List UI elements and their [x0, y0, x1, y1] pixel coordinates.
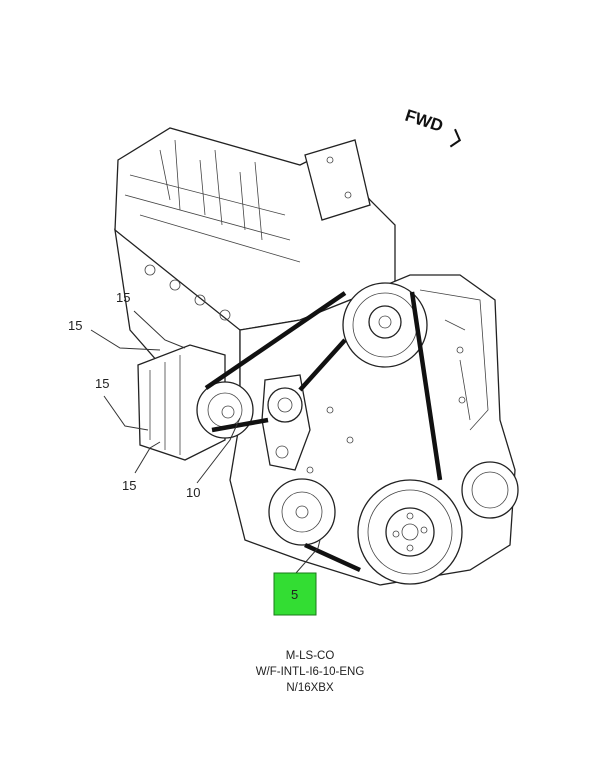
water-pump-pulley — [268, 478, 336, 546]
callout-15-b: 15 — [68, 318, 82, 333]
belt-tensioner — [261, 374, 311, 471]
fwd-marker: FWD — [403, 106, 462, 148]
callout-10: 10 — [186, 485, 200, 500]
serpentine-belt — [204, 291, 443, 573]
callout-15-d: 15 — [122, 478, 136, 493]
reference-line-3: N/16XBX — [286, 682, 334, 694]
reference-line-2: W/F-INTL-I6-10-ENG — [256, 666, 365, 678]
reference-block: M-LS-CO W/F-INTL-I6-10-ENG N/16XBX — [256, 650, 365, 694]
forward-arrow-icon — [449, 128, 462, 148]
reference-line-1: M-LS-CO — [286, 650, 335, 662]
alternator — [137, 344, 254, 461]
crankshaft-damper — [357, 479, 463, 585]
fwd-label: FWD — [403, 106, 446, 136]
callout-5-box[interactable] — [273, 572, 317, 616]
callout-5-highlight[interactable]: 5 — [273, 572, 317, 616]
callout-15-c: 15 — [95, 376, 109, 391]
callout-5[interactable]: 5 — [291, 587, 298, 602]
leader-lines — [90, 310, 321, 574]
callout-15-a: 15 — [116, 290, 130, 305]
